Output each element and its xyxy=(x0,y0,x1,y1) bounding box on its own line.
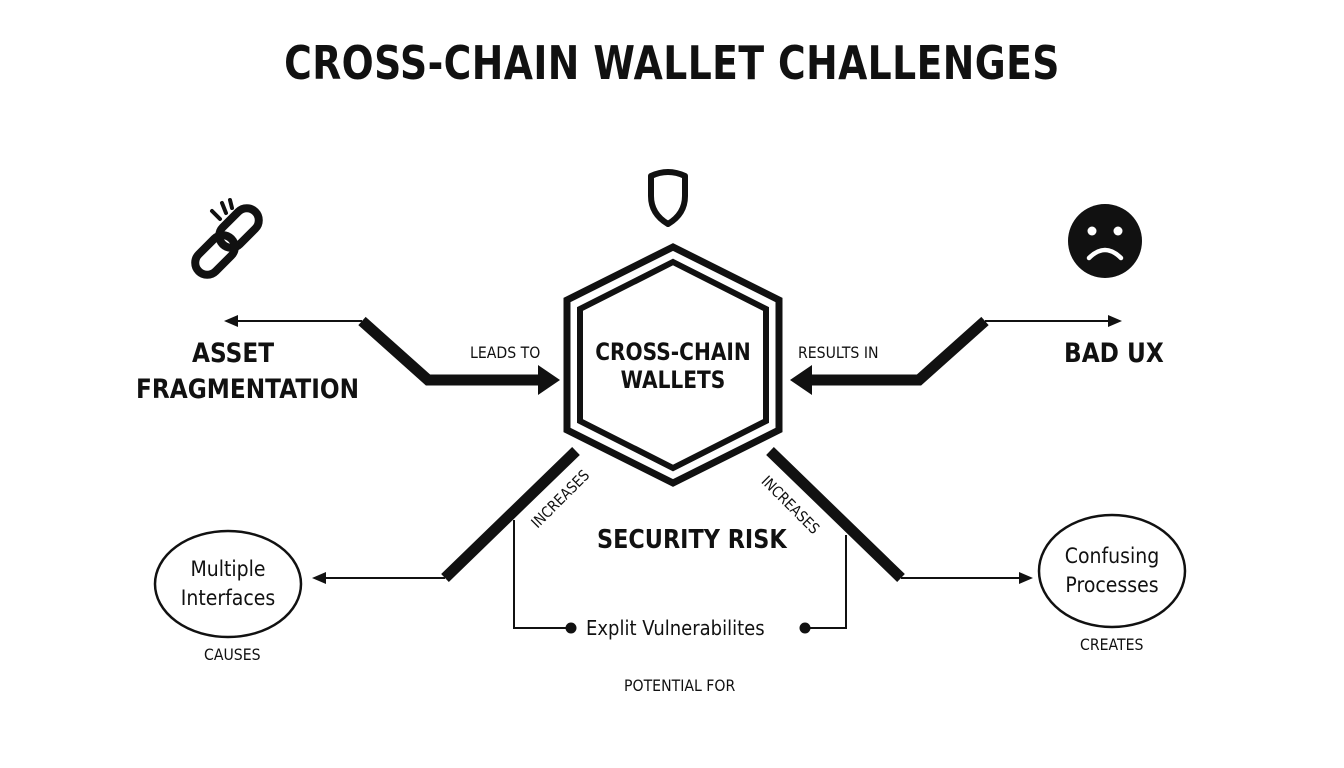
confusing-processes-label: Confusing Processes xyxy=(1046,542,1177,600)
multiple-interfaces-line2: Interfaces xyxy=(180,586,276,610)
asset-fragmentation-label-line2: FRAGMENTATION xyxy=(136,374,360,405)
diagram-title: CROSS-CHAIN WALLET CHALLENGES xyxy=(284,36,1060,90)
multiple-interfaces-node xyxy=(153,529,303,639)
edge-increases-left xyxy=(312,447,580,584)
causes-label: CAUSES xyxy=(204,645,261,664)
confusing-processes-line1: Confusing xyxy=(1064,544,1160,568)
leads-to-label: LEADS TO xyxy=(470,343,541,362)
creates-label: CREATES xyxy=(1080,635,1144,654)
multiple-interfaces-label: Multiple Interfaces xyxy=(162,555,293,613)
center-hexagon xyxy=(563,243,783,487)
edge-leads-to xyxy=(224,315,560,395)
exploit-vulnerabilities-label: Explit Vulnerabilites xyxy=(586,616,765,640)
security-risk-label: SECURITY RISK xyxy=(597,525,787,555)
shield-icon xyxy=(648,169,688,227)
sad-face-icon xyxy=(1068,204,1142,278)
edge-exploit-bracket xyxy=(513,520,847,634)
multiple-interfaces-line1: Multiple xyxy=(190,557,266,581)
confusing-processes-node xyxy=(1037,513,1187,629)
center-label: CROSS-CHAIN WALLETS xyxy=(589,338,757,394)
center-label-line1: CROSS-CHAIN xyxy=(595,338,751,366)
edge-increases-right xyxy=(766,447,1033,584)
broken-chain-icon xyxy=(191,198,263,279)
results-in-label: RESULTS IN xyxy=(798,343,879,362)
potential-for-label: POTENTIAL FOR xyxy=(624,676,736,695)
edge-results-in xyxy=(790,315,1122,395)
asset-fragmentation-label-line1: ASSET xyxy=(192,338,275,369)
bad-ux-label: BAD UX xyxy=(1064,338,1164,369)
confusing-processes-line2: Processes xyxy=(1065,573,1159,597)
center-label-line2: WALLETS xyxy=(620,366,726,394)
